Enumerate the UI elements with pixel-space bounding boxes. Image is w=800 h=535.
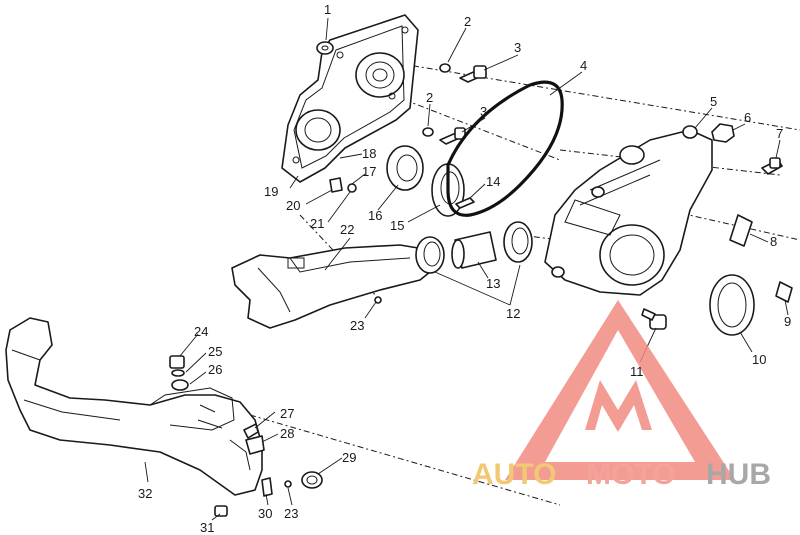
screw-23-lower (284, 480, 292, 488)
callout-16: 16 (368, 208, 382, 223)
callout-11: 11 (630, 364, 644, 379)
callout-6: 6 (744, 110, 751, 125)
watermark-triangle-icon (505, 300, 735, 480)
callout-10: 10 (752, 352, 766, 367)
intake-duct-22 (231, 244, 436, 329)
cap-6 (711, 123, 735, 143)
inner-clutch-cover (281, 14, 419, 183)
callout-20: 20 (286, 198, 300, 213)
callout-2-lower: 2 (426, 90, 433, 105)
watermark-logo (505, 300, 735, 480)
callout-12: 12 (506, 306, 520, 321)
watermark-auto: AUTO (472, 458, 556, 491)
callout-22: 22 (340, 222, 354, 237)
bolt-11 (641, 308, 667, 330)
drive-belt-4 (446, 80, 564, 217)
clamp-12-right (503, 221, 533, 263)
callout-31: 31 (200, 520, 214, 535)
clamp-12-left (415, 236, 445, 274)
callout-29: 29 (342, 450, 356, 465)
callout-2-upper: 2 (464, 14, 471, 29)
callout-9: 9 (784, 314, 791, 329)
screw-23-upper (374, 296, 382, 304)
screw-30 (261, 477, 273, 497)
callout-3-upper: 3 (514, 40, 521, 55)
clip-27 (243, 423, 259, 439)
callout-7: 7 (776, 126, 783, 141)
leader-lines (144, 17, 789, 521)
gasket-10 (709, 274, 755, 336)
callout-3-lower: 3 (480, 104, 487, 119)
washer-2-upper (439, 63, 451, 73)
washer-1 (316, 41, 334, 55)
callout-27: 27 (280, 406, 294, 421)
watermark-hub: HUB (706, 458, 771, 491)
callout-21: 21 (310, 216, 324, 231)
watermark-moto: MOTO (586, 458, 675, 491)
cap-29 (301, 471, 323, 489)
callout-15: 15 (390, 218, 404, 233)
callout-18: 18 (362, 146, 376, 161)
callout-24: 24 (194, 324, 208, 339)
screw-7 (761, 157, 783, 175)
watermark-m-icon (585, 380, 652, 432)
bracket-28 (245, 435, 265, 455)
callout-labels: 1 2 3 4 5 6 7 2 3 18 17 19 20 21 16 15 1… (138, 2, 791, 535)
exhaust-duct-32 (5, 317, 263, 496)
callout-23-lower: 23 (284, 506, 298, 521)
screw-17 (347, 183, 357, 193)
bolt-14 (455, 197, 475, 209)
callout-32: 32 (138, 486, 152, 501)
washer-25 (171, 369, 185, 377)
tab-20 (329, 177, 343, 193)
callout-28: 28 (280, 426, 294, 441)
callout-30: 30 (258, 506, 272, 521)
cap-24 (169, 355, 185, 369)
callout-25: 25 (208, 344, 222, 359)
label-9 (775, 281, 793, 303)
seal-26 (171, 379, 189, 391)
boot-13 (451, 231, 497, 269)
seal-16 (386, 145, 424, 191)
outer-clutch-cover (544, 125, 713, 296)
bolt-31 (214, 505, 228, 517)
callout-5: 5 (710, 94, 717, 109)
callout-4: 4 (580, 58, 587, 73)
callout-8: 8 (770, 234, 777, 249)
washer-2-lower (422, 127, 434, 137)
bolt-3-upper (459, 65, 487, 83)
callout-23-upper: 23 (350, 318, 364, 333)
callout-1: 1 (324, 2, 331, 17)
decal-8 (729, 214, 753, 247)
watermark-text: AUTO MOTO HUB (472, 458, 771, 491)
callout-14: 14 (486, 174, 500, 189)
callout-26: 26 (208, 362, 222, 377)
callout-13: 13 (486, 276, 500, 291)
callout-19: 19 (264, 184, 278, 199)
callout-17: 17 (362, 164, 376, 179)
